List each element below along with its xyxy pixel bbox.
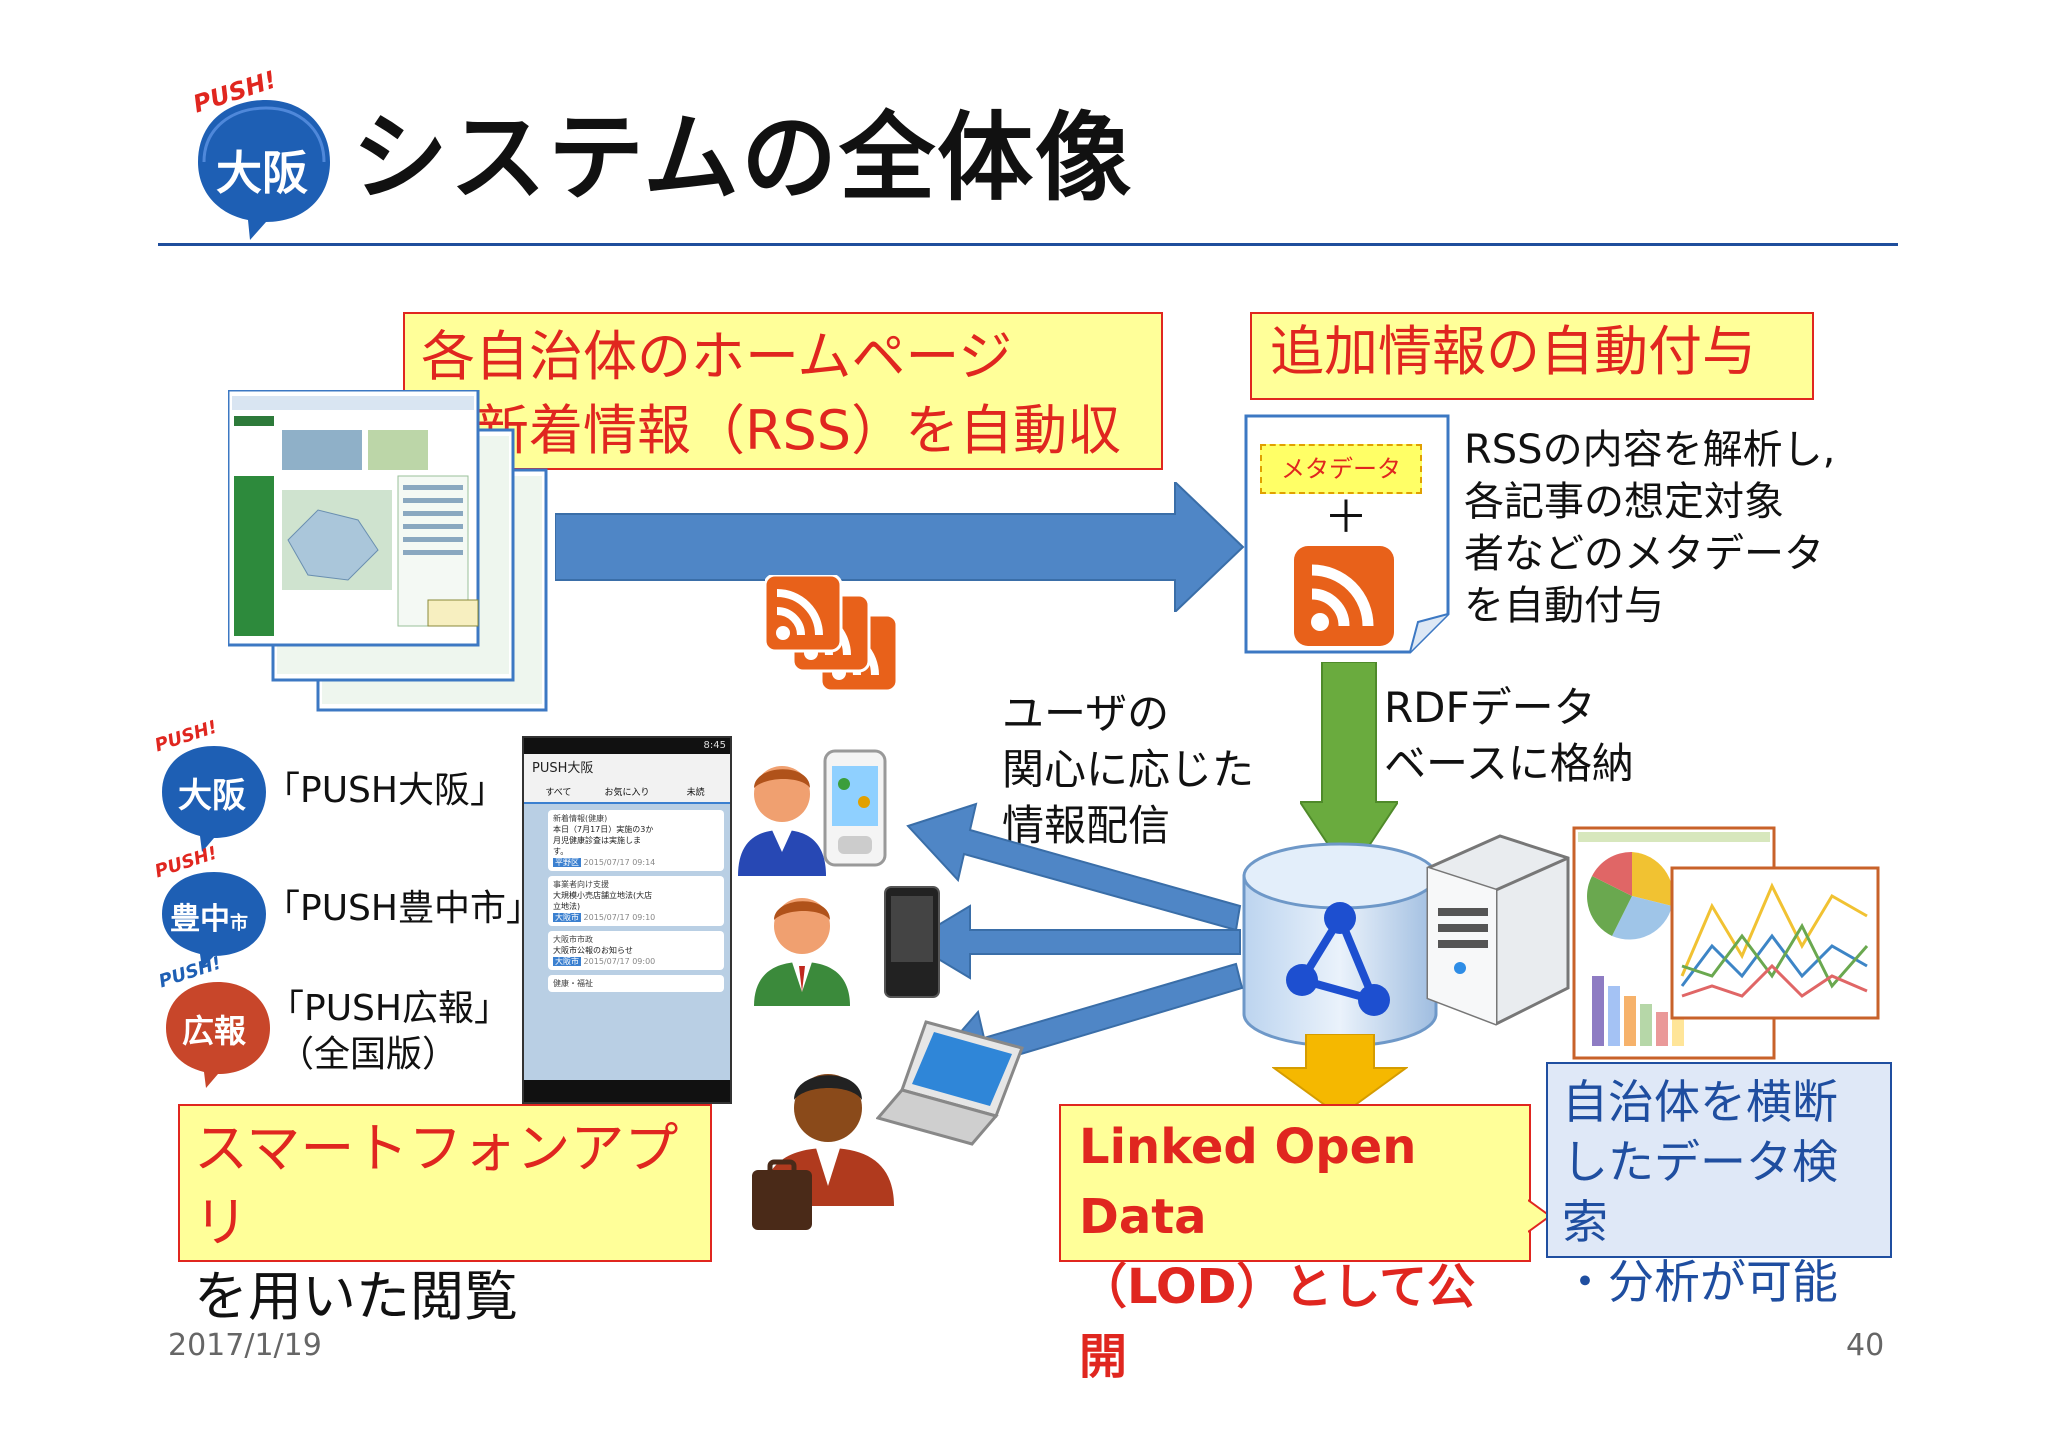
phone-list: 新着情報(健康) 本日（7月17日）実施の3か 月児健康診査は実施しま す。 平… (524, 804, 730, 1001)
item-area: 大阪市 (553, 913, 581, 922)
rss-icons-stack (763, 573, 905, 695)
deliver-line2: 関心に応じた (1002, 745, 1255, 794)
callout-search-line2: したデータ検索 (1562, 1135, 1838, 1249)
app-name-osaka: 「PUSH大阪」 (264, 770, 506, 811)
item-text: 立地法) (553, 902, 581, 911)
phone-list-item[interactable]: 新着情報(健康) 本日（7月17日）実施の3か 月児健康診査は実施しま す。 平… (548, 810, 724, 871)
callout-search-line1: 自治体を横断 (1562, 1075, 1838, 1129)
metadata-tag: メタデータ (1260, 444, 1422, 494)
analysis-screenshots (1572, 826, 1882, 1062)
page-title: システムの全体像 (352, 102, 1134, 214)
user-icon-2 (748, 880, 856, 1008)
plus-sign: ＋ (1324, 492, 1368, 543)
item-category: 大阪市市政 (553, 935, 593, 944)
meta-desc-line2: 各記事の想定対象 (1464, 479, 1784, 525)
phone-list-item[interactable]: 事業者向け支援 大規模小売店舗立地法(大店 立地法) 大阪市 2015/07/1… (548, 876, 724, 926)
rdf-database-icon (1240, 840, 1440, 1050)
rdf-line2: ベースに格納 (1384, 739, 1634, 788)
metadata-document: メタデータ ＋ (1244, 414, 1450, 654)
callout-auto-add: 追加情報の自動付与 (1250, 312, 1814, 400)
smartphone-icon (822, 748, 888, 868)
callout-search-line3: ・分析が可能 (1562, 1255, 1838, 1309)
publish-arrow (1270, 1033, 1410, 1118)
phone-app-title: PUSH大阪 (532, 761, 594, 776)
logo-osaka-text: 大阪 (216, 146, 308, 200)
app-badge-osaka: PUSH! 大阪 (152, 717, 274, 854)
item-area: 大阪市 (553, 957, 581, 966)
badge-text-toyonaka: 豊中市 (170, 894, 248, 938)
item-date: 2015/07/17 09:00 (583, 957, 656, 966)
callout-cross-search: 自治体を横断 したデータ検索 ・分析が可能 (1546, 1062, 1892, 1309)
phone-screenshot: 8:45 PUSH大阪 すべて お気に入り 未読 新着情報(健康) 本日（7月1… (522, 736, 732, 1104)
item-text: す。 (553, 847, 569, 856)
callout-smartphone-app: スマートフォンアプリ を用いた閲覧 (178, 1104, 712, 1328)
callout-lod-line1: Linked Open Data (1079, 1119, 1417, 1245)
meta-desc-line3: 者などのメタデータ (1464, 531, 1824, 577)
app-badge-kouhou: PUSH! 広報 (156, 953, 278, 1090)
meta-desc-line1: RSSの内容を解析し, (1464, 427, 1836, 473)
delivery-label: ユーザの 関心に応じた 情報配信 (1002, 686, 1254, 854)
item-category: 事業者向け支援 (553, 880, 609, 889)
item-text: 本日（7月17日）実施の3か (553, 825, 654, 834)
phone-list-item[interactable]: 健康・福祉 (548, 975, 724, 992)
callout-lod-line2: （LOD）として公開 (1079, 1259, 1476, 1385)
item-date: 2015/07/17 09:14 (583, 858, 656, 867)
callout-app-line2: を用いた閲覧 (194, 1265, 518, 1328)
deliver-line3: 情報配信 (1002, 801, 1171, 850)
callout-collect-line1: 各自治体のホームページ (421, 325, 1013, 388)
callout-app-line1: スマートフォンアプリ (194, 1117, 679, 1254)
metadata-description: RSSの内容を解析し, 各記事の想定対象 者などのメタデータ を自動付与 (1464, 424, 1884, 632)
item-text: 大規模小売店舗立地法(大店 (553, 891, 653, 900)
rdf-line1: RDFデータ (1384, 683, 1596, 732)
footer-page-number: 40 (1846, 1328, 1885, 1363)
badge-toyonaka-main: 豊中 (170, 902, 230, 937)
website-screenshots (226, 388, 558, 720)
user-icon-1 (732, 748, 832, 878)
meta-desc-line4: を自動付与 (1464, 583, 1664, 629)
deliver-line1: ユーザの (1002, 689, 1170, 738)
callout-lod: Linked Open Data （LOD）として公開 (1059, 1104, 1531, 1385)
item-date: 2015/07/17 09:10 (583, 913, 656, 922)
item-text: 大阪市公報のお知らせ (553, 946, 633, 955)
phone-status-time: 8:45 (703, 740, 726, 751)
rdf-label: RDFデータ ベースに格納 (1384, 680, 1634, 792)
app-badge-toyonaka: PUSH! 豊中市 (152, 843, 274, 970)
header-logo: PUSH! 大阪 (188, 65, 338, 242)
phone-list-item[interactable]: 大阪市市政 大阪市公報のお知らせ 大阪市 2015/07/17 09:00 (548, 931, 724, 970)
app-name-toyonaka: 「PUSH豊中市」 (264, 888, 542, 929)
phone-tab-unread[interactable]: 未読 (686, 788, 705, 798)
phone-tab-favorites[interactable]: お気に入り (604, 788, 650, 798)
feature-phone-icon (882, 884, 942, 1000)
item-category: 新着情報(健康) (553, 814, 608, 823)
phone-status-bar: 8:45 (524, 738, 730, 754)
server-icon (1420, 828, 1570, 1028)
phone-tabs: すべて お気に入り 未読 (524, 784, 730, 804)
item-area: 平野区 (553, 858, 581, 867)
app-sub-kouhou: （全国版） (278, 1034, 459, 1075)
collect-arrow (554, 479, 1245, 615)
app-name-kouhou: 「PUSH広報」 (268, 988, 510, 1029)
badge-toyonaka-small: 市 (230, 913, 248, 934)
rss-icon (1292, 544, 1396, 648)
user-icon-3 (752, 1046, 902, 1236)
item-text: 月児健康診査は実施しま (553, 836, 641, 845)
footer-date: 2017/1/19 (168, 1328, 322, 1363)
phone-nav-bar (524, 1080, 730, 1102)
badge-text-kouhou: 広報 (182, 1012, 247, 1050)
laptop-icon (875, 1018, 1026, 1148)
phone-app-bar: PUSH大阪 (524, 754, 730, 784)
store-arrow (1298, 661, 1400, 878)
phone-tab-all[interactable]: すべて (545, 788, 572, 798)
item-category: 健康・福祉 (553, 979, 593, 988)
title-divider (158, 243, 1898, 246)
badge-text-osaka: 大阪 (178, 776, 246, 816)
